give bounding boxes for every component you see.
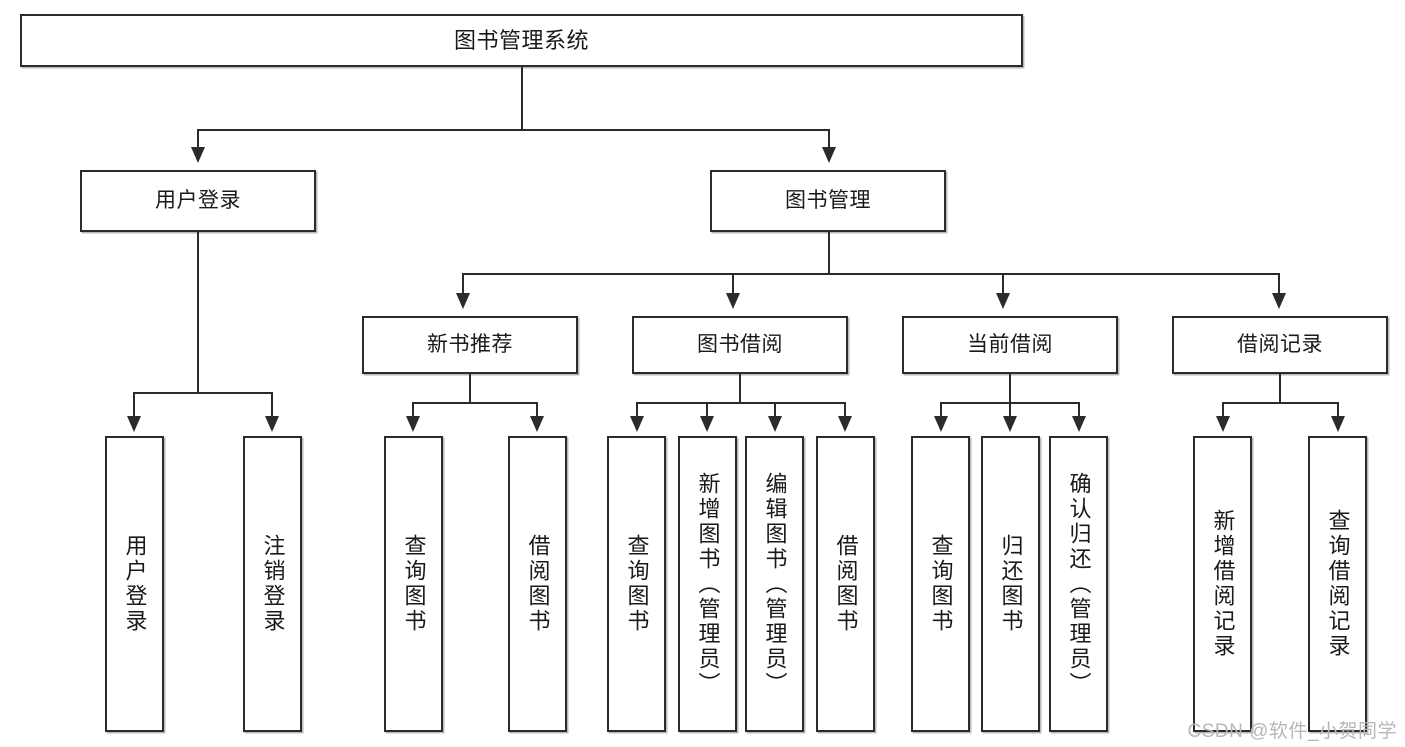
- node-label: 确认归还（管理员）: [1066, 471, 1092, 697]
- arrowhead-book-borrow-leaf-3: [768, 416, 782, 432]
- edge-user-login-drop-2: [271, 392, 273, 418]
- arrowhead-to-current-borrow: [996, 293, 1010, 309]
- node-book-borrow[interactable]: 图书借阅: [632, 316, 848, 374]
- edge-current-borrow-drop-1: [940, 402, 942, 418]
- edge-root-drop-2: [828, 129, 830, 149]
- leaf-new-book-query-book[interactable]: 查询图书: [384, 436, 443, 732]
- edge-book-borrow-drop-2: [706, 402, 708, 418]
- arrowhead-to-leaf-user-login: [127, 416, 141, 432]
- node-label: 编辑图书（管理员）: [762, 471, 788, 697]
- edge-book-borrow-drop-3: [774, 402, 776, 418]
- edge-level3-drop-2: [732, 273, 734, 295]
- node-new-book-recommend[interactable]: 新书推荐: [362, 316, 578, 374]
- node-label: 借阅图书: [833, 534, 859, 634]
- edge-book-borrow-bus: [636, 402, 846, 404]
- leaf-borrow-record-query-record[interactable]: 查询借阅记录: [1308, 436, 1367, 732]
- edge-book-borrow-stem: [739, 374, 741, 403]
- node-user-login[interactable]: 用户登录: [80, 170, 316, 232]
- node-label: 查询借阅记录: [1325, 509, 1351, 659]
- node-root-book-management-system[interactable]: 图书管理系统: [20, 14, 1023, 67]
- node-book-management[interactable]: 图书管理: [710, 170, 946, 232]
- arrowhead-current-borrow-leaf-3: [1072, 416, 1086, 432]
- node-label: 图书借阅: [697, 332, 783, 356]
- node-label: 用户登录: [155, 188, 241, 212]
- node-current-borrow[interactable]: 当前借阅: [902, 316, 1118, 374]
- leaf-current-borrow-confirm-return-admin[interactable]: 确认归还（管理员）: [1049, 436, 1108, 732]
- edge-book-borrow-drop-4: [844, 402, 846, 418]
- arrowhead-book-borrow-leaf-1: [630, 416, 644, 432]
- edge-level3-drop-3: [1002, 273, 1004, 295]
- edge-user-login-drop-1: [133, 392, 135, 418]
- node-label: 用户登录: [122, 534, 148, 634]
- edge-current-borrow-drop-2: [1009, 402, 1011, 418]
- node-label: 图书管理: [785, 188, 871, 212]
- arrowhead-current-borrow-leaf-1: [934, 416, 948, 432]
- edge-current-borrow-stem: [1009, 374, 1011, 403]
- arrowhead-to-user-login: [191, 147, 205, 163]
- arrowhead-book-borrow-leaf-2: [700, 416, 714, 432]
- edge-book-management-stem: [828, 232, 830, 274]
- node-label: 新书推荐: [427, 332, 513, 356]
- arrowhead-current-borrow-leaf-2: [1003, 416, 1017, 432]
- node-label: 借阅记录: [1237, 332, 1323, 356]
- leaf-borrow-record-add-record[interactable]: 新增借阅记录: [1193, 436, 1252, 732]
- node-label: 图书管理系统: [453, 27, 589, 53]
- arrowhead-new-book-leaf-1: [406, 416, 420, 432]
- edge-new-book-drop-1: [412, 402, 414, 418]
- node-label: 查询图书: [928, 534, 954, 634]
- leaf-book-borrow-edit-book-admin[interactable]: 编辑图书（管理员）: [745, 436, 804, 732]
- node-label: 查询图书: [401, 534, 427, 634]
- edge-borrow-record-stem: [1279, 374, 1281, 403]
- arrowhead-new-book-leaf-2: [530, 416, 544, 432]
- edge-user-login-bus: [133, 392, 273, 394]
- arrowhead-borrow-record-leaf-1: [1216, 416, 1230, 432]
- arrowhead-to-borrow-record: [1272, 293, 1286, 309]
- arrowhead-to-book-borrow: [726, 293, 740, 309]
- edge-borrow-record-bus: [1222, 402, 1339, 404]
- leaf-logout[interactable]: 注销登录: [243, 436, 302, 732]
- leaf-book-borrow-borrow-book[interactable]: 借阅图书: [816, 436, 875, 732]
- edge-current-borrow-drop-3: [1078, 402, 1080, 418]
- arrowhead-to-book-management: [822, 147, 836, 163]
- node-label: 当前借阅: [967, 332, 1053, 356]
- edge-new-book-bus: [412, 402, 538, 404]
- edge-root-bus: [197, 129, 829, 131]
- arrowhead-to-new-book-recommend: [456, 293, 470, 309]
- edge-level3-drop-4: [1278, 273, 1280, 295]
- node-label: 归还图书: [998, 534, 1024, 634]
- arrowhead-borrow-record-leaf-2: [1331, 416, 1345, 432]
- edge-book-management-bus: [462, 273, 1280, 275]
- node-label: 注销登录: [260, 534, 286, 634]
- node-borrow-record[interactable]: 借阅记录: [1172, 316, 1388, 374]
- edge-book-borrow-drop-1: [636, 402, 638, 418]
- leaf-new-book-borrow-book[interactable]: 借阅图书: [508, 436, 567, 732]
- edge-borrow-record-drop-1: [1222, 402, 1224, 418]
- arrowhead-to-leaf-logout: [265, 416, 279, 432]
- edge-new-book-stem: [469, 374, 471, 403]
- node-label: 查询图书: [624, 534, 650, 634]
- edge-root-drop-1: [197, 129, 199, 149]
- edge-level3-drop-1: [462, 273, 464, 295]
- edge-borrow-record-drop-2: [1337, 402, 1339, 418]
- leaf-book-borrow-add-book-admin[interactable]: 新增图书（管理员）: [678, 436, 737, 732]
- node-label: 新增图书（管理员）: [695, 471, 721, 697]
- leaf-user-login[interactable]: 用户登录: [105, 436, 164, 732]
- leaf-current-borrow-query-book[interactable]: 查询图书: [911, 436, 970, 732]
- node-label: 借阅图书: [525, 534, 551, 634]
- leaf-current-borrow-return-book[interactable]: 归还图书: [981, 436, 1040, 732]
- edge-new-book-drop-2: [536, 402, 538, 418]
- leaf-book-borrow-query-book[interactable]: 查询图书: [607, 436, 666, 732]
- edge-root-stem: [521, 67, 523, 130]
- edge-user-login-stem: [197, 232, 199, 393]
- node-label: 新增借阅记录: [1210, 509, 1236, 659]
- arrowhead-book-borrow-leaf-4: [838, 416, 852, 432]
